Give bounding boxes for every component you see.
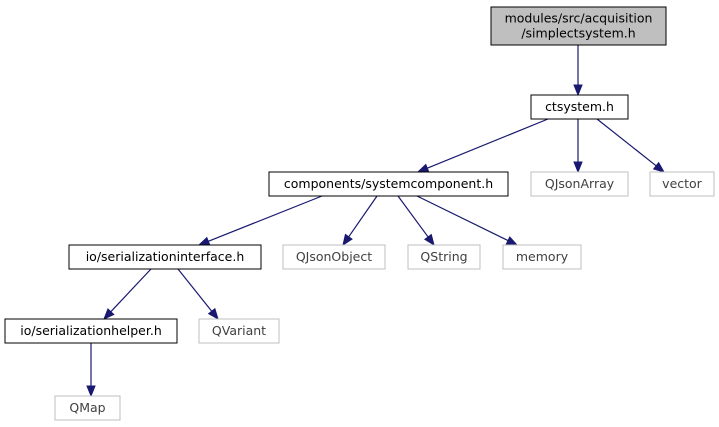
node-root[interactable]: modules/src/acquisition/simplectsystem.h <box>490 6 667 46</box>
node-box <box>54 395 121 421</box>
arrowhead-icon <box>342 233 353 247</box>
node-serializationinterface[interactable]: io/serializationinterface.h <box>68 244 262 270</box>
edge-ctsystem-to-qjsonarray <box>573 119 583 174</box>
node-label: ctsystem.h <box>545 99 614 114</box>
edge-line <box>110 268 152 313</box>
node-label: modules/src/acquisition <box>505 11 653 26</box>
arrowhead-icon <box>652 161 666 173</box>
arrowhead-icon <box>573 84 583 97</box>
node-box <box>530 171 629 197</box>
node-qvariant: QVariant <box>198 318 280 344</box>
node-box <box>490 6 667 46</box>
edge-line <box>596 118 657 167</box>
edge-systemcomponent-to-serializationinterface <box>197 195 323 246</box>
arrowhead-icon <box>197 236 211 246</box>
edges-layer <box>86 45 666 398</box>
node-box <box>649 171 715 197</box>
node-box <box>282 244 386 270</box>
node-label: QString <box>420 249 467 264</box>
edge-line <box>397 195 429 238</box>
node-vector: vector <box>649 171 715 197</box>
nodes-layer: modules/src/acquisition/simplectsystem.h… <box>4 6 715 421</box>
edge-systemcomponent-to-qjsonobject <box>342 195 378 247</box>
edge-ctsystem-to-vector <box>596 118 666 173</box>
node-label: QJsonArray <box>545 176 615 191</box>
edge-ctsystem-to-systemcomponent <box>416 118 549 173</box>
node-label: memory <box>516 249 569 264</box>
node-qmap: QMap <box>54 395 121 421</box>
node-box <box>407 244 481 270</box>
arrowhead-icon <box>207 307 219 321</box>
node-box <box>530 94 629 120</box>
node-box <box>68 244 262 270</box>
arrowhead-icon <box>505 236 519 246</box>
arrowhead-icon <box>103 308 115 320</box>
node-label: QJsonObject <box>296 249 372 264</box>
edge-line <box>427 118 549 169</box>
arrowhead-icon <box>423 233 435 247</box>
arrowhead-icon <box>86 385 96 398</box>
node-qstring: QString <box>407 244 481 270</box>
node-serializationhelper[interactable]: io/serializationhelper.h <box>4 318 178 344</box>
node-qjsonobject: QJsonObject <box>282 244 386 270</box>
node-label: io/serializationinterface.h <box>86 249 245 264</box>
edge-systemcomponent-to-qstring <box>397 195 435 247</box>
arrowhead-icon <box>573 161 583 174</box>
edge-serializationinterface-to-serializationhelper <box>103 268 152 320</box>
arrowhead-icon <box>416 163 430 173</box>
node-systemcomponent[interactable]: components/systemcomponent.h <box>268 171 509 197</box>
edge-serializationhelper-to-qmap <box>86 343 96 398</box>
node-label: vector <box>662 176 703 191</box>
node-label: components/systemcomponent.h <box>284 176 493 191</box>
edge-line <box>416 195 509 242</box>
node-label: io/serializationhelper.h <box>20 323 162 338</box>
edge-line <box>348 195 378 238</box>
node-ctsystem[interactable]: ctsystem.h <box>530 94 629 120</box>
node-box <box>268 171 509 197</box>
edge-line <box>177 268 213 312</box>
node-box <box>198 318 280 344</box>
node-label: /simplectsystem.h <box>521 26 635 41</box>
node-box <box>4 318 178 344</box>
edge-root-to-ctsystem <box>573 45 583 97</box>
node-memory: memory <box>502 244 582 270</box>
edge-serializationinterface-to-qvariant <box>177 268 219 321</box>
node-label: QVariant <box>212 323 266 338</box>
node-box <box>502 244 582 270</box>
edge-line <box>208 195 323 242</box>
node-qjsonarray: QJsonArray <box>530 171 629 197</box>
node-label: QMap <box>69 400 105 415</box>
